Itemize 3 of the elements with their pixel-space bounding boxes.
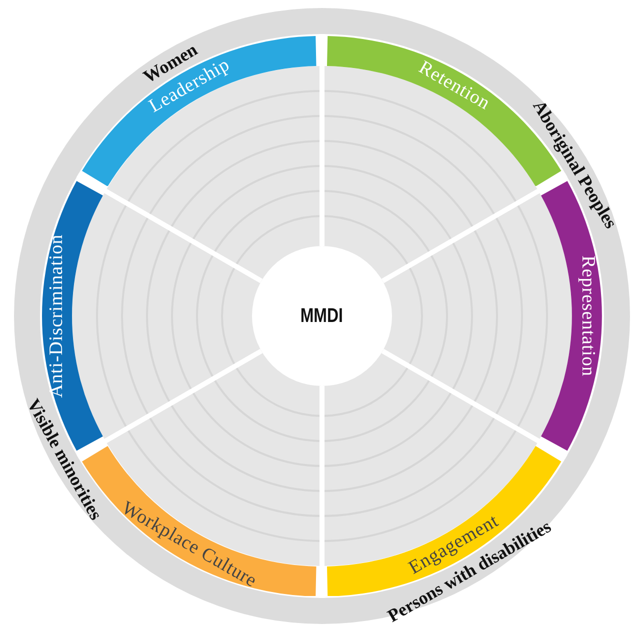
center-label: MMDI [300,304,344,328]
category-label: Representation [576,256,598,376]
category-label: Anti-Discrimination [46,234,68,398]
